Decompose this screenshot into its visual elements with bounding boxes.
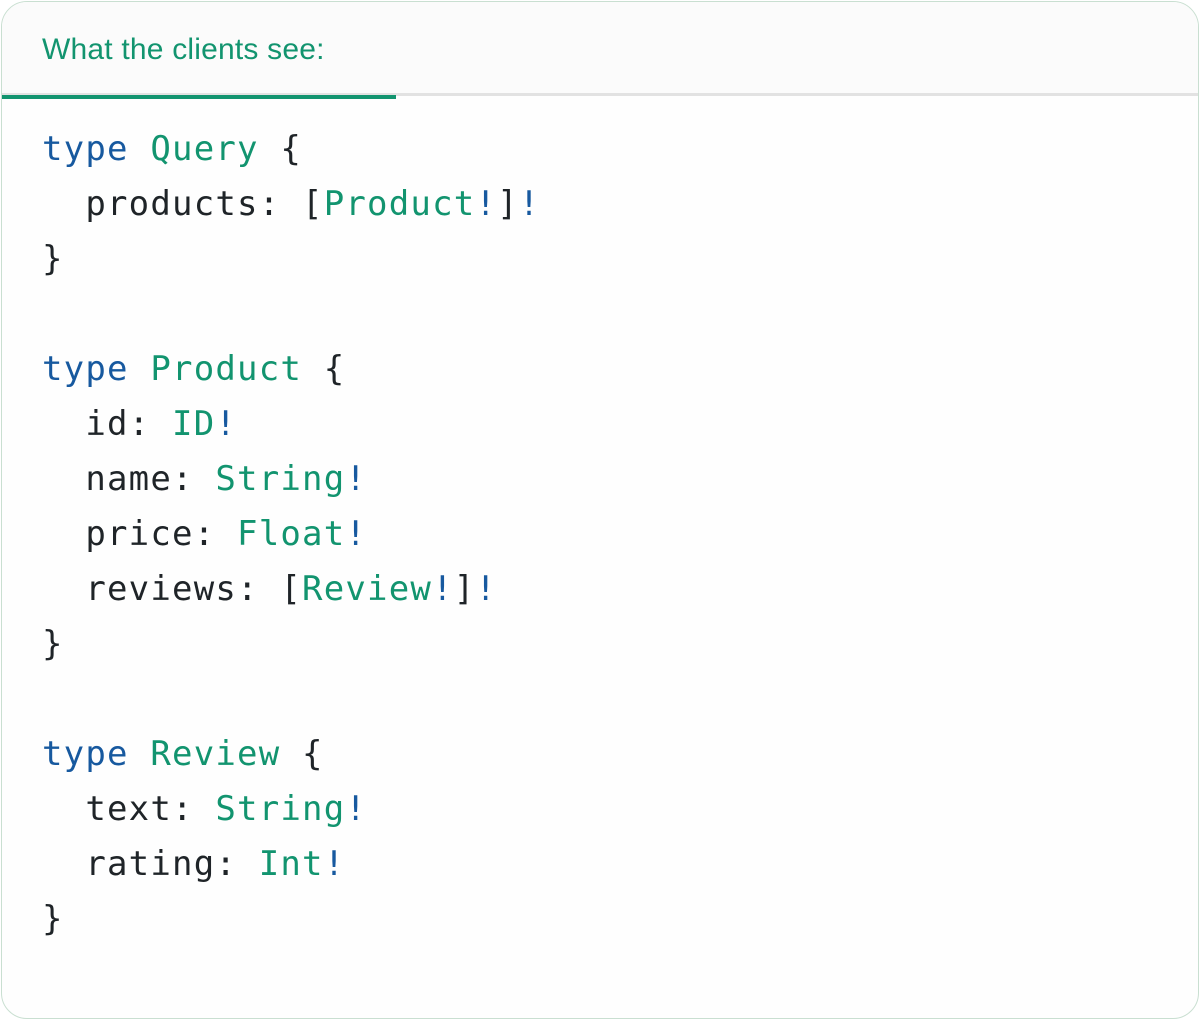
- code-token: text:: [42, 789, 216, 829]
- code-token: Float: [237, 514, 346, 554]
- code-token: {: [280, 734, 324, 774]
- code-token: String: [215, 459, 346, 499]
- code-line: text: String!: [42, 782, 1198, 837]
- code-token: rating:: [42, 844, 259, 884]
- code-token: !: [432, 569, 454, 609]
- code-token: Query: [150, 129, 259, 169]
- code-token: Int: [258, 844, 324, 884]
- code-token: [129, 734, 151, 774]
- code-token: reviews: [: [42, 569, 303, 609]
- code-token: [129, 129, 151, 169]
- code-line: [42, 287, 1198, 342]
- code-token: ]: [497, 184, 519, 224]
- code-token: !: [345, 514, 368, 554]
- code-block: type Query { products: [Product!]!}type …: [2, 96, 1198, 947]
- code-token: type: [42, 734, 129, 774]
- code-token: {: [302, 349, 346, 389]
- code-line: price: Float!: [42, 507, 1198, 562]
- code-token: }: [42, 239, 64, 279]
- code-token: Product: [150, 349, 303, 389]
- code-token: !: [475, 184, 498, 224]
- code-token: Review: [302, 569, 433, 609]
- code-token: id:: [42, 404, 173, 444]
- code-token: price:: [42, 514, 238, 554]
- code-token: !: [345, 789, 368, 829]
- code-line: type Review {: [42, 727, 1198, 782]
- code-token: }: [42, 899, 64, 939]
- code-line: [42, 672, 1198, 727]
- code-line: products: [Product!]!: [42, 177, 1198, 232]
- code-token: !: [345, 459, 368, 499]
- code-token: {: [258, 129, 303, 169]
- code-token: ]: [453, 569, 476, 609]
- code-line: name: String!: [42, 452, 1198, 507]
- code-token: ID: [172, 404, 216, 444]
- code-line: }: [42, 892, 1198, 947]
- code-token: !: [518, 184, 541, 224]
- code-line: type Product {: [42, 342, 1198, 397]
- code-line: id: ID!: [42, 397, 1198, 452]
- code-token: !: [475, 569, 498, 609]
- tab-label: What the clients see:: [42, 33, 325, 66]
- code-token: !: [323, 844, 346, 884]
- code-token: Product: [323, 184, 476, 224]
- tab-what-the-clients-see[interactable]: What the clients see:: [2, 2, 396, 99]
- code-token: type: [42, 349, 129, 389]
- code-token: }: [42, 624, 64, 664]
- code-token: type: [42, 129, 129, 169]
- code-line: type Query {: [42, 122, 1198, 177]
- code-token: name:: [42, 459, 216, 499]
- code-token: Review: [150, 734, 281, 774]
- code-line: }: [42, 617, 1198, 672]
- code-token: String: [215, 789, 346, 829]
- tab-bar: What the clients see:: [2, 2, 1198, 99]
- code-token: [129, 349, 151, 389]
- code-line: reviews: [Review!]!: [42, 562, 1198, 617]
- active-tab-underline: [2, 95, 396, 99]
- code-line: }: [42, 232, 1198, 287]
- code-token: !: [215, 404, 238, 444]
- code-token: products: [: [42, 184, 324, 224]
- code-line: rating: Int!: [42, 837, 1198, 892]
